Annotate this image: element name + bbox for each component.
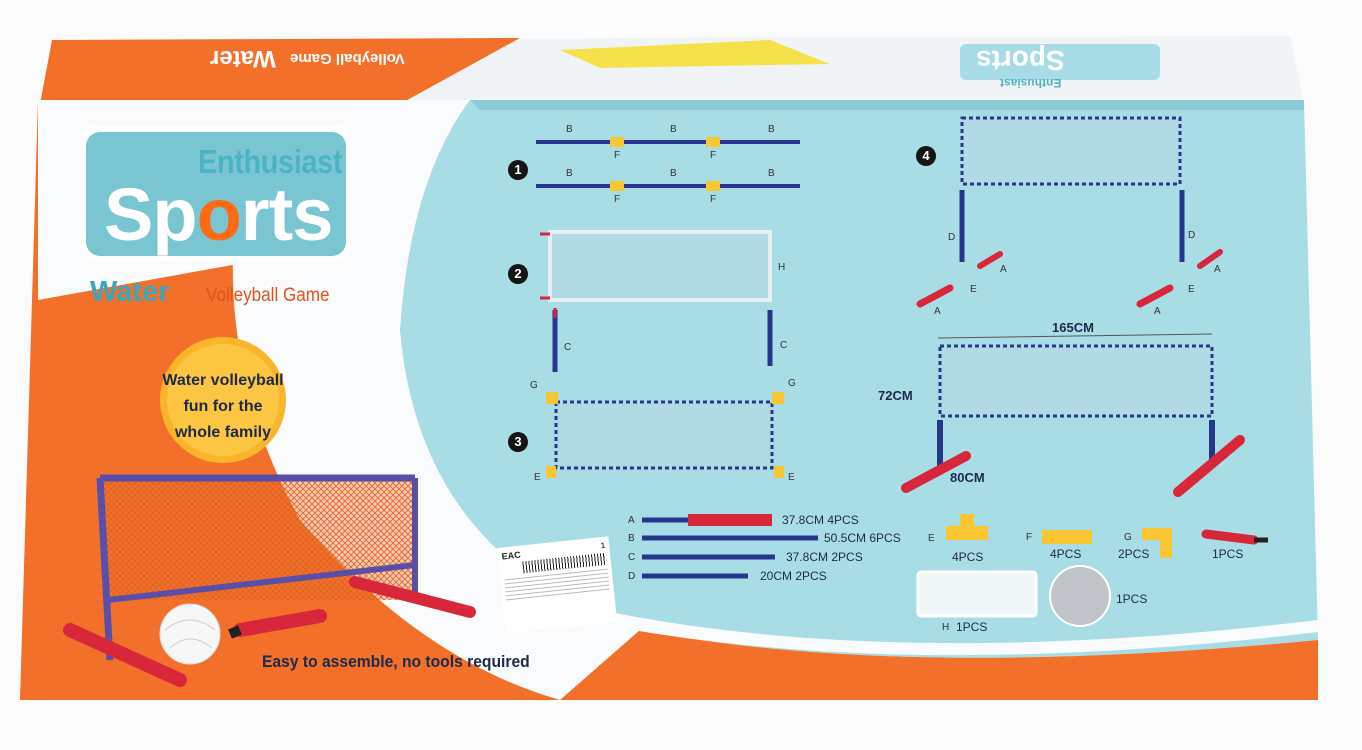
connector-key-g: G bbox=[1124, 532, 1132, 543]
box-handle bbox=[560, 40, 830, 68]
final-assembly-diagram bbox=[901, 333, 1245, 497]
label-b: B bbox=[768, 168, 775, 179]
step-2-marker: 2 bbox=[508, 264, 528, 284]
box-top-flap-orange bbox=[40, 38, 520, 104]
label-d: D bbox=[1188, 230, 1196, 241]
product-name: Volleyball Game bbox=[206, 285, 330, 306]
connector-qty-f: 4PCS bbox=[1050, 547, 1082, 561]
label-b: B bbox=[768, 124, 775, 135]
brand-small-text: Enthusiast bbox=[198, 143, 343, 180]
label-e: E bbox=[534, 472, 541, 483]
dimension-width: 165CM bbox=[1052, 320, 1094, 335]
part-key-b: B bbox=[628, 533, 635, 544]
brand-logo-part2: rts bbox=[240, 173, 334, 256]
part-key-d: D bbox=[628, 571, 636, 582]
connector-key-e: E bbox=[928, 533, 935, 544]
label-f: F bbox=[710, 150, 717, 161]
connector-qty-g: 2PCS bbox=[1118, 547, 1150, 561]
brand-logo-o: o bbox=[196, 173, 242, 256]
tagline-bubble-inner bbox=[167, 344, 279, 456]
dimension-depth: 80CM bbox=[950, 470, 985, 485]
label-e: E bbox=[970, 284, 977, 295]
white-wave bbox=[600, 612, 1318, 656]
parts-bars bbox=[642, 514, 818, 579]
flap-logo-small-text: Enthusiast bbox=[1000, 76, 1062, 90]
label-f: F bbox=[710, 194, 717, 205]
part-key-a: A bbox=[628, 515, 635, 526]
ball-qty: 1PCS bbox=[1116, 592, 1148, 606]
part-desc-b: 50.5CM 6PCS bbox=[824, 531, 901, 545]
teal-edge bbox=[470, 100, 1304, 110]
label-e: E bbox=[1188, 284, 1195, 295]
net-key-h: H bbox=[942, 622, 950, 633]
label-f: F bbox=[614, 150, 621, 161]
label-b: B bbox=[670, 124, 677, 135]
step1-diagram bbox=[536, 137, 800, 191]
label-b: B bbox=[566, 168, 573, 179]
product-name-bold: Water bbox=[90, 276, 170, 308]
label-h: H bbox=[778, 262, 786, 273]
label-b: B bbox=[670, 168, 677, 179]
label-c: C bbox=[564, 342, 572, 353]
footer-note: Easy to assemble, no tools required bbox=[262, 652, 530, 671]
eac-mark: EAC bbox=[501, 549, 522, 562]
step-4-marker: 4 bbox=[916, 146, 936, 166]
label-g: G bbox=[788, 378, 796, 389]
step-1-marker: 1 bbox=[508, 160, 528, 180]
flap-water-text: Water bbox=[210, 45, 276, 72]
logo-plate bbox=[86, 132, 346, 256]
label-a: A bbox=[1214, 264, 1221, 275]
part-desc-a: 37.8CM 4PCS bbox=[782, 513, 859, 527]
net-qty: 1PCS bbox=[956, 620, 988, 634]
product-label-sticker: EAC 1 bbox=[496, 536, 618, 634]
label-g: G bbox=[530, 380, 538, 391]
label-f: F bbox=[614, 194, 621, 205]
label-a: A bbox=[934, 306, 941, 317]
connector-qty-pump: 1PCS bbox=[1212, 547, 1244, 561]
flap-logo-block bbox=[960, 44, 1160, 80]
part-desc-c: 37.8CM 2PCS bbox=[786, 550, 863, 564]
part-key-c: C bbox=[628, 552, 636, 563]
dimension-height: 72CM bbox=[878, 388, 913, 403]
step-3-marker: 3 bbox=[508, 432, 528, 452]
label-c: C bbox=[780, 340, 788, 351]
step3-diagram bbox=[546, 392, 784, 478]
flap-logo-text: Sports bbox=[976, 45, 1065, 76]
brand-logo-part1: Sp bbox=[104, 173, 198, 256]
orange-bottom-strip bbox=[560, 630, 1318, 700]
step2-diagram bbox=[540, 230, 773, 372]
connector-icons bbox=[916, 514, 1268, 627]
label-a: A bbox=[1154, 306, 1161, 317]
label-e: E bbox=[788, 472, 795, 483]
label-b: B bbox=[566, 124, 573, 135]
flap-product-text: Volleyball Game bbox=[290, 50, 405, 67]
product-goal-photo bbox=[63, 474, 476, 687]
tagline: Water volleyball fun for the whole famil… bbox=[162, 372, 284, 441]
connector-key-f: F bbox=[1026, 532, 1033, 543]
label-d: D bbox=[948, 232, 956, 243]
label-a: A bbox=[1000, 264, 1007, 275]
step4-diagram bbox=[916, 116, 1223, 308]
part-desc-d: 20CM 2PCS bbox=[760, 569, 827, 583]
connector-qty-e: 4PCS bbox=[952, 550, 984, 564]
brand-logo: Sports bbox=[104, 172, 334, 257]
label-number: 1 bbox=[600, 540, 606, 551]
